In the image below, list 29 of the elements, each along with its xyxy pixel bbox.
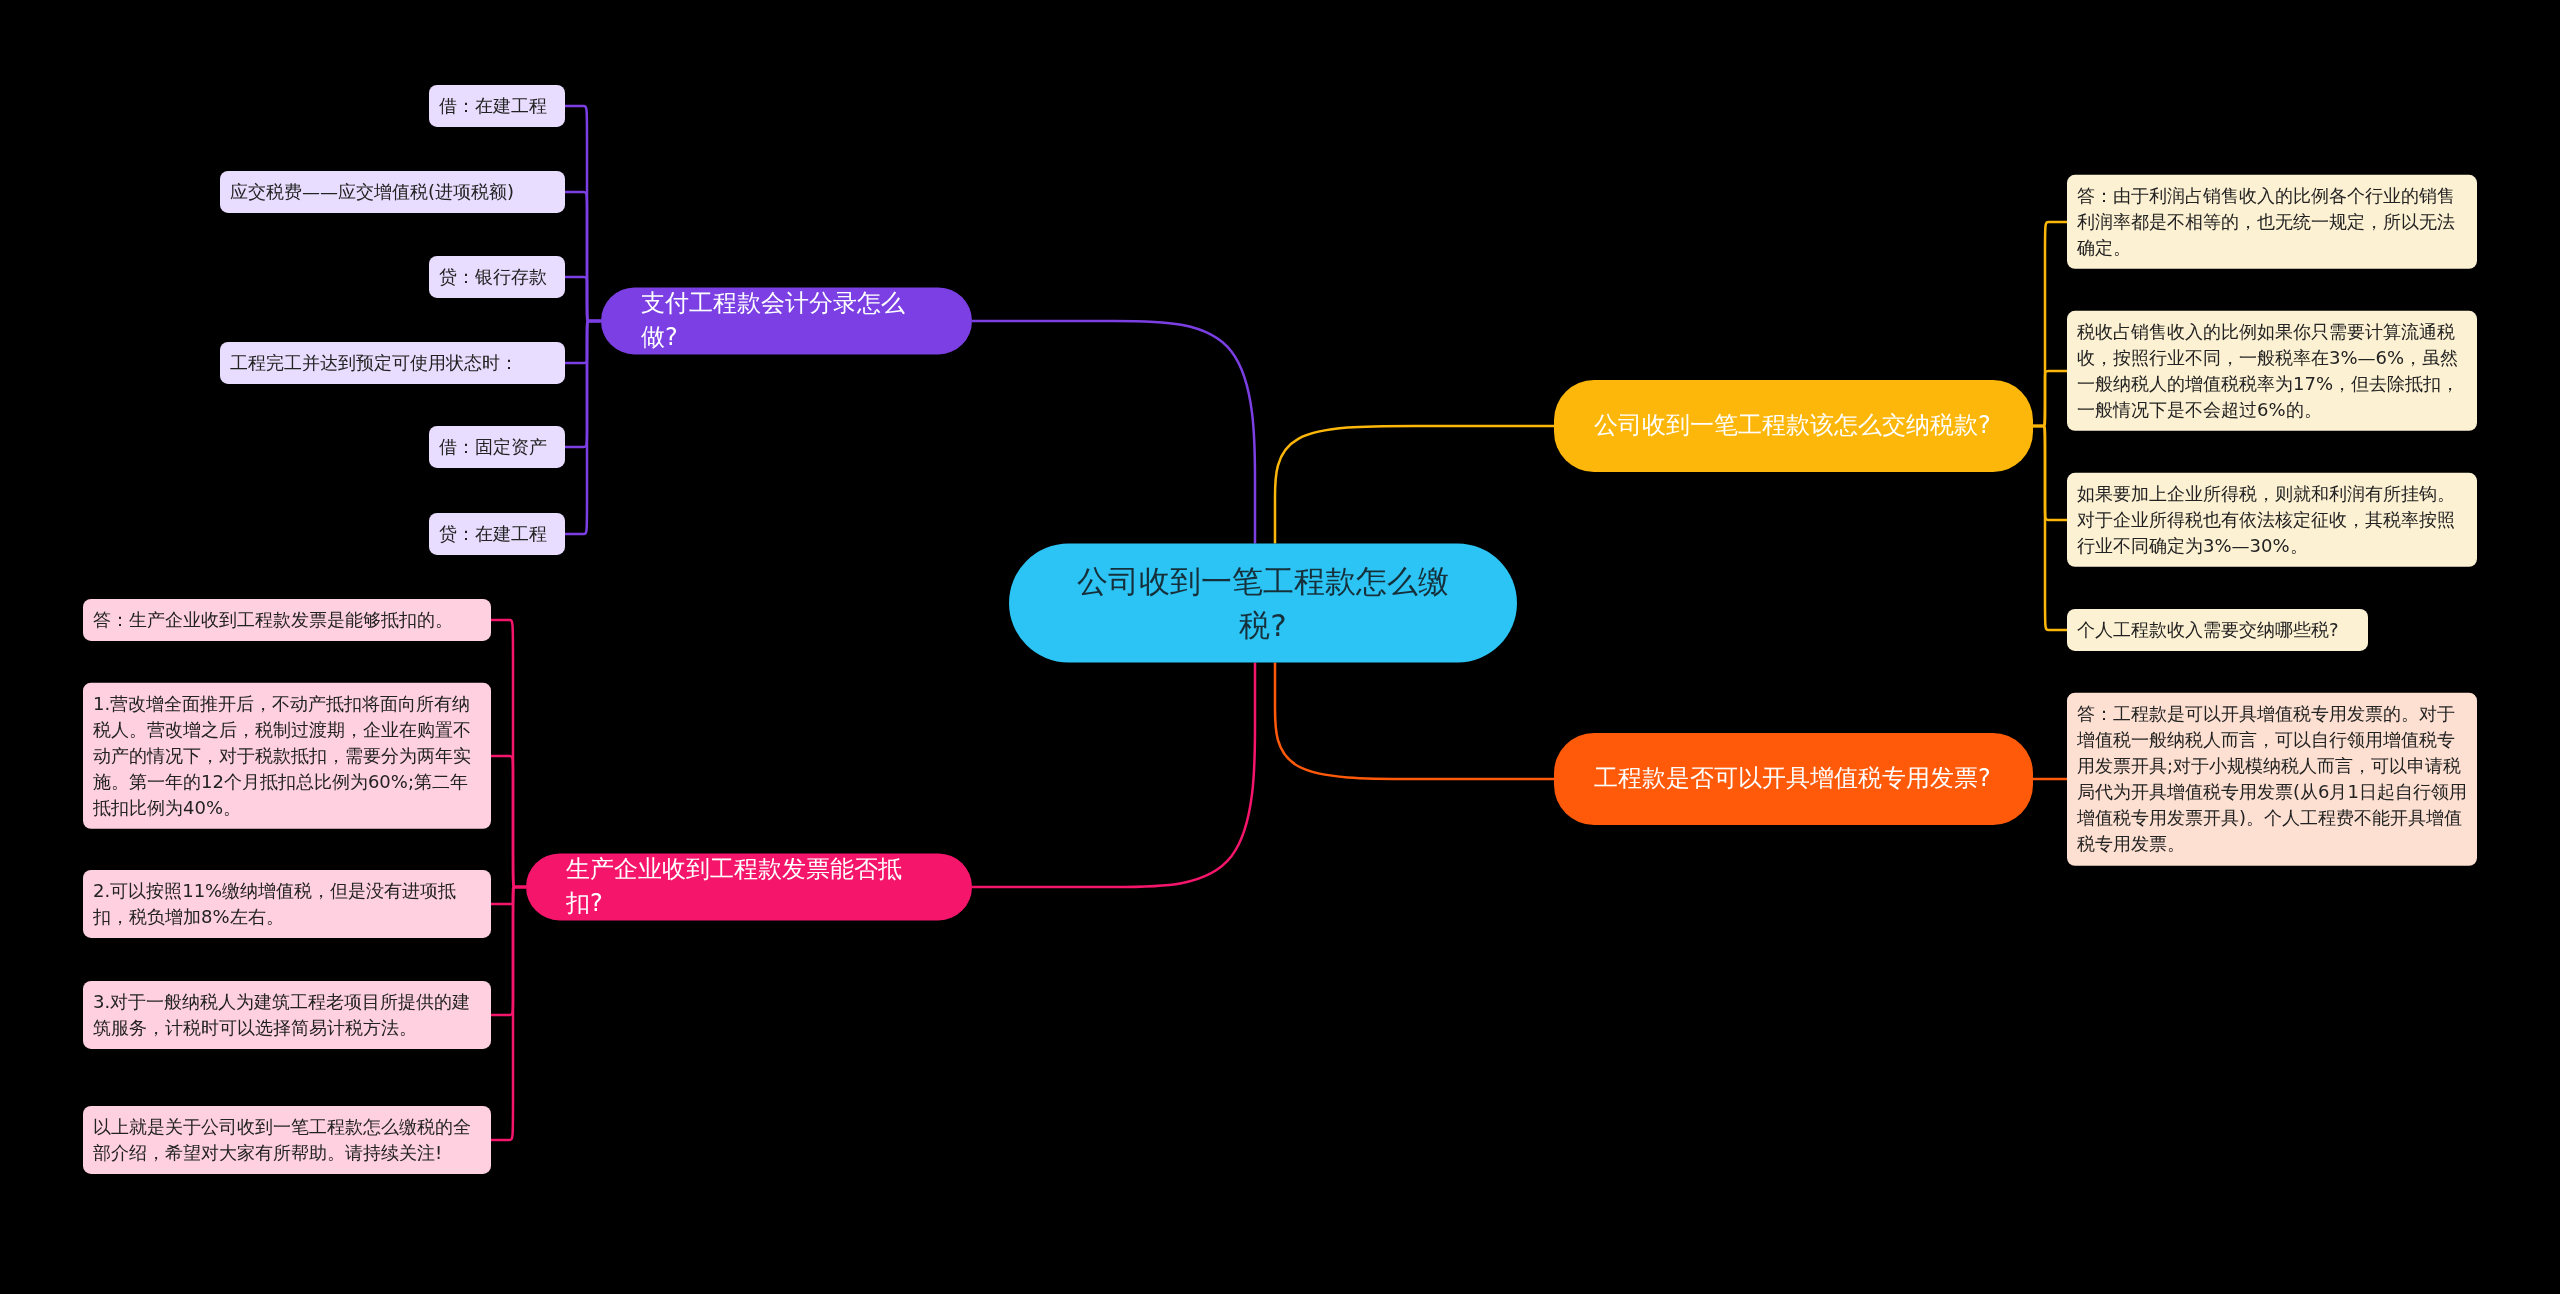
branch-topic: 支付工程款会计分录怎么做? (601, 287, 972, 355)
connector-line (565, 319, 601, 536)
note-box: 1.营改增全面推开后，不动产抵扣将面向所有纳税人。营改增之后，税制过渡期，企业在购置不动产的情况下，对于税款抵扣，需要分为两年实施。第一年的12个月抵扣总比例为60%;第二年抵扣比例为40%。 (83, 682, 491, 830)
note-box: 工程完工并达到预定可使用状态时： (220, 341, 565, 385)
note-box: 答：生产企业收到工程款发票是能够抵扣的。 (83, 598, 491, 642)
branch-topic: 公司收到一笔工程款该怎么交纳税款? (1554, 380, 2033, 472)
note-box: 借：在建工程 (429, 84, 565, 128)
connector-line (1273, 424, 1554, 544)
note-box: 3.对于一般纳税人为建筑工程老项目所提供的建筑服务，计税时可以选择简易计税方法。 (83, 980, 491, 1050)
note-box: 个人工程款收入需要交纳哪些税? (2067, 608, 2368, 652)
branch-topic: 工程款是否可以开具增值税专用发票? (1554, 733, 2033, 825)
note-box: 税收占销售收入的比例如果你只需要计算流通税收，按照行业不同，一般税率在3%—6%，虽然一般纳税人的增值税税率为17%，但去除抵扣，一般情况下是不会超过6%的。 (2067, 310, 2477, 432)
note-box: 如果要加上企业所得税，则就和利润有所挂钩。对于企业所得税也有依法核定征收，其税率按照行业不同确定为3%—30%。 (2067, 472, 2477, 568)
note-box: 2.可以按照11%缴纳增值税，但是没有进项抵扣，税负增加8%左右。 (83, 869, 491, 939)
connector-line (972, 662, 1257, 889)
note-box: 答：由于利润占销售收入的比例各个行业的销售利润率都是不相等的，也无统一规定，所以无法确定。 (2067, 174, 2477, 270)
branch-topic: 生产企业收到工程款发票能否抵扣? (526, 853, 972, 921)
connector-line (972, 319, 1257, 544)
note-box: 答：工程款是可以开具增值税专用发票的。对于增值税一般纳税人而言，可以自行领用增值税专用发票开具;对于小规模纳税人而言，可以申请税局代为开具增值税专用发票(从6月1日起自行领用增值税专用发票开具)。个人工程费不能开具增值税专用发票。 (2067, 692, 2477, 866)
note-box: 应交税费——应交增值税(进项税额) (220, 170, 565, 214)
note-box: 贷：银行存款 (429, 255, 565, 299)
note-box: 以上就是关于公司收到一笔工程款怎么缴税的全部介绍，希望对大家有所帮助。请持续关注! (83, 1105, 491, 1175)
connector-line (2033, 424, 2067, 632)
note-box: 借：固定资产 (429, 425, 565, 469)
connector-line (1273, 662, 1554, 781)
central-topic: 公司收到一笔工程款怎么缴税? (1009, 543, 1517, 663)
connector-line (491, 885, 526, 1142)
connector-line (2033, 777, 2067, 781)
note-box: 贷：在建工程 (429, 512, 565, 556)
